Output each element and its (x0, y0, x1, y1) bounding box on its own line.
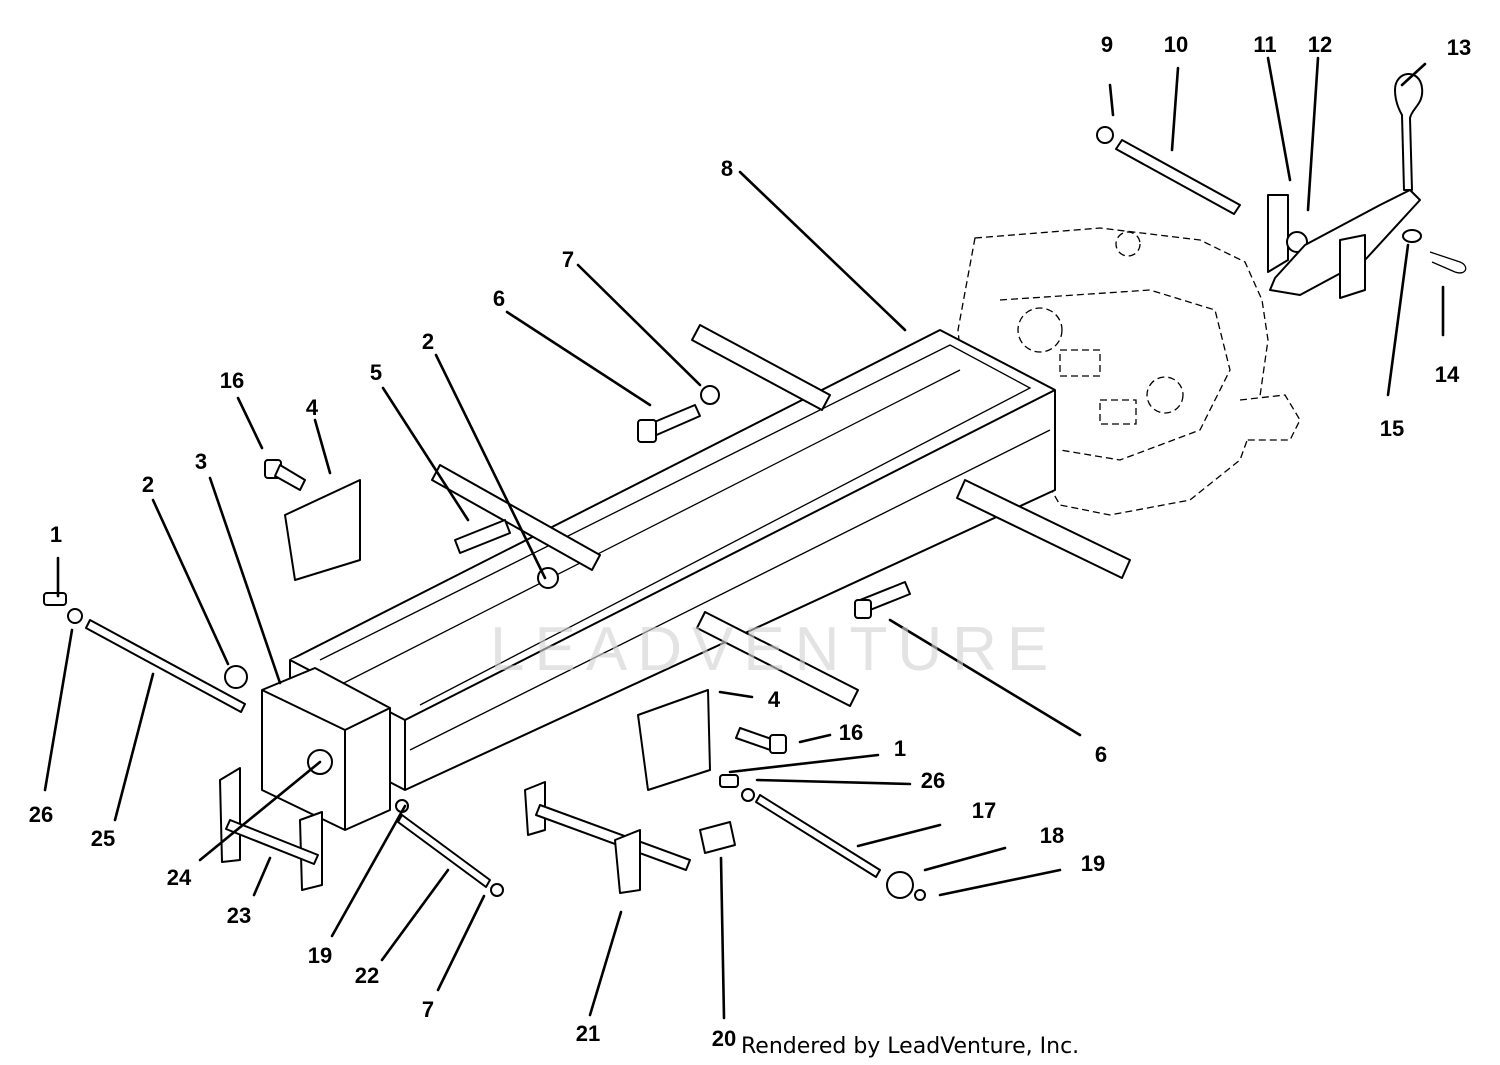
callout-7: 7 (562, 247, 574, 272)
part-13-pin (1394, 73, 1424, 191)
callout-14: 14 (1435, 362, 1460, 387)
callout-4: 4 (306, 395, 319, 420)
credit-text: Rendered by LeadVenture, Inc. (741, 1034, 1079, 1059)
callout-2: 2 (142, 472, 154, 497)
mount-plates (284, 479, 711, 791)
callout-7: 7 (422, 997, 434, 1022)
callout-26: 26 (921, 768, 945, 793)
callout-8: 8 (721, 156, 733, 181)
part-14-clip (1429, 251, 1467, 274)
fasteners (43, 385, 926, 901)
callout-16: 16 (220, 368, 244, 393)
callout-12: 12 (1308, 32, 1332, 57)
callout-3: 3 (195, 449, 207, 474)
callout-20: 20 (712, 1026, 736, 1051)
callout-10: 10 (1164, 32, 1188, 57)
hitch-assembly (1096, 73, 1467, 299)
callout-18: 18 (1040, 823, 1064, 848)
part-15-washer (1402, 229, 1422, 243)
part-9-nut (1096, 126, 1114, 144)
callout-9: 9 (1101, 32, 1113, 57)
part-10-pin (1115, 139, 1241, 215)
callout-15: 15 (1380, 416, 1404, 441)
callout-2: 2 (422, 329, 434, 354)
callout-1: 1 (50, 522, 62, 547)
callout-19: 19 (308, 943, 332, 968)
axle-tubes (431, 324, 1131, 707)
callout-6: 6 (493, 286, 505, 311)
callout-13: 13 (1447, 35, 1471, 60)
callout-26: 26 (29, 802, 53, 827)
leader-lines (43, 56, 1445, 1020)
callout-6: 6 (1095, 742, 1107, 767)
callout-21: 21 (576, 1021, 600, 1046)
callout-5: 5 (370, 360, 382, 385)
callout-19: 19 (1081, 851, 1105, 876)
callout-4: 4 (768, 687, 781, 712)
callout-labels: 9 10 11 12 13 8 7 6 2 5 16 4 3 2 1 14 15… (29, 32, 1471, 1051)
callout-23: 23 (227, 903, 251, 928)
watermark: LEADVENTURE (490, 615, 1058, 684)
front-bracket (219, 667, 391, 891)
callout-25: 25 (91, 826, 115, 851)
callout-16: 16 (839, 720, 863, 745)
part-11-bracket (1267, 194, 1289, 273)
callout-22: 22 (355, 963, 379, 988)
callout-17: 17 (972, 798, 996, 823)
callout-1: 1 (894, 736, 906, 761)
callout-24: 24 (167, 865, 192, 890)
callout-11: 11 (1253, 32, 1276, 57)
